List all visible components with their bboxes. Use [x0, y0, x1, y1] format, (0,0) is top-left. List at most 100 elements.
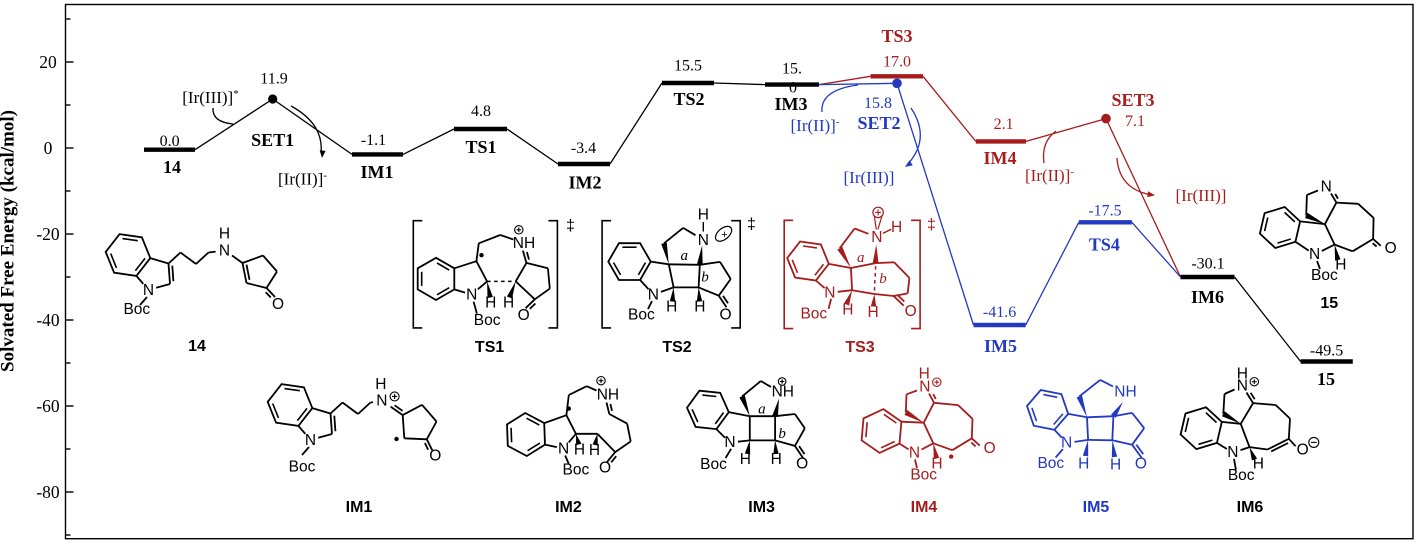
svg-text:[Ir(II)]-: [Ir(II)]-: [791, 116, 840, 135]
svg-text:N: N: [1237, 378, 1248, 395]
svg-text:O: O: [272, 296, 284, 313]
svg-text:H: H: [919, 366, 930, 383]
svg-text:0: 0: [789, 80, 797, 97]
svg-text:N: N: [305, 432, 316, 449]
svg-text:b: b: [701, 269, 709, 285]
svg-text:NH: NH: [597, 387, 619, 404]
svg-text:N: N: [1227, 444, 1238, 461]
svg-text:O: O: [1385, 240, 1397, 257]
svg-text:-80: -80: [36, 482, 60, 502]
svg-text:a: a: [758, 402, 766, 418]
svg-text:4.8: 4.8: [471, 103, 491, 120]
svg-text:[Ir(III)]: [Ir(III)]: [1176, 186, 1227, 205]
svg-text:14: 14: [188, 338, 206, 355]
svg-text:Boc: Boc: [1311, 267, 1338, 284]
svg-text:a: a: [681, 248, 689, 264]
svg-text:IM5: IM5: [984, 336, 1017, 356]
svg-text:-20: -20: [36, 224, 60, 244]
svg-text:N: N: [871, 229, 882, 246]
svg-text:H: H: [842, 302, 853, 319]
svg-text:-60: -60: [36, 396, 60, 416]
svg-text:H: H: [589, 442, 600, 459]
svg-text:N: N: [219, 243, 230, 260]
svg-text:TS1: TS1: [465, 137, 496, 157]
svg-text:H: H: [1253, 455, 1264, 472]
svg-text:N: N: [1321, 179, 1332, 196]
svg-text:[Ir(II)]-: [Ir(II)]-: [1025, 166, 1074, 185]
svg-text:[Ir(III)]: [Ir(III)]: [844, 168, 895, 187]
svg-text:‡: ‡: [566, 218, 575, 235]
svg-text:+: +: [721, 229, 727, 241]
svg-text:TS4: TS4: [1089, 235, 1120, 255]
svg-text:-41.6: -41.6: [983, 304, 1016, 321]
svg-text:H: H: [1110, 456, 1121, 473]
svg-text:15: 15: [1317, 369, 1335, 389]
svg-text:H: H: [219, 226, 230, 243]
svg-text:Boc: Boc: [289, 459, 316, 476]
svg-text:H: H: [891, 219, 902, 236]
svg-text:-49.5: -49.5: [1310, 342, 1343, 359]
svg-text:O: O: [599, 460, 611, 477]
svg-text:O: O: [1297, 442, 1309, 459]
svg-text:Boc: Boc: [123, 301, 150, 318]
svg-text:b: b: [778, 426, 786, 442]
svg-text:N: N: [909, 445, 920, 462]
svg-text:Boc: Boc: [628, 306, 655, 323]
svg-text:IM3: IM3: [775, 94, 808, 114]
svg-text:0: 0: [44, 138, 53, 158]
svg-text:NH: NH: [772, 384, 794, 401]
svg-text:15.5: 15.5: [674, 58, 702, 75]
svg-text:IM2: IM2: [555, 499, 582, 516]
svg-text:H: H: [771, 451, 782, 468]
svg-text:N: N: [143, 282, 154, 299]
svg-text:TS3: TS3: [881, 26, 912, 46]
svg-text:H: H: [694, 299, 705, 316]
svg-text:TS3: TS3: [845, 339, 874, 356]
svg-text:b: b: [879, 271, 887, 287]
svg-text:H: H: [375, 376, 386, 393]
svg-text:2.1: 2.1: [994, 116, 1014, 133]
svg-text:Boc: Boc: [1037, 455, 1064, 472]
svg-text:NH: NH: [1114, 384, 1136, 401]
svg-text:N: N: [1061, 435, 1072, 452]
svg-text:H: H: [1237, 366, 1248, 383]
svg-text:TS2: TS2: [662, 339, 691, 356]
svg-text:N: N: [724, 434, 735, 451]
svg-text:H: H: [867, 304, 878, 321]
svg-text:20: 20: [39, 52, 57, 72]
svg-text:H: H: [931, 456, 942, 473]
svg-text:H: H: [574, 441, 585, 458]
svg-text:H: H: [740, 451, 751, 468]
svg-text:Boc: Boc: [800, 306, 827, 323]
svg-text:-3.4: -3.4: [571, 140, 596, 157]
svg-text:Boc: Boc: [700, 456, 727, 473]
svg-text:H: H: [1078, 455, 1089, 472]
svg-text:IM6: IM6: [1237, 499, 1264, 516]
svg-text:15.8: 15.8: [864, 95, 892, 112]
svg-text:IM4: IM4: [984, 148, 1017, 168]
svg-text:TS2: TS2: [673, 89, 704, 109]
svg-text:H: H: [1335, 257, 1346, 274]
svg-text:Boc: Boc: [474, 312, 501, 329]
svg-text:IM2: IM2: [569, 173, 602, 193]
svg-text:H: H: [503, 294, 514, 311]
svg-text:SET3: SET3: [1111, 90, 1154, 110]
svg-text:SET1: SET1: [251, 130, 294, 150]
svg-text:IM5: IM5: [1083, 499, 1110, 516]
svg-text:O: O: [719, 306, 731, 323]
svg-text:Boc: Boc: [1228, 467, 1255, 484]
svg-text:15.: 15.: [782, 61, 802, 78]
svg-text:IM6: IM6: [1191, 287, 1224, 307]
svg-text:Solvated Free Energy (kcal/mol: Solvated Free Energy (kcal/mol): [0, 110, 19, 372]
svg-text:O: O: [796, 456, 808, 473]
svg-text:TS1: TS1: [475, 339, 504, 356]
svg-text:IM1: IM1: [346, 499, 373, 516]
svg-text:N: N: [558, 441, 569, 458]
svg-text:N: N: [698, 232, 709, 249]
svg-text:O: O: [429, 447, 441, 464]
svg-text:NH: NH: [513, 235, 535, 252]
svg-text:N: N: [466, 287, 477, 304]
svg-text:-17.5: -17.5: [1088, 203, 1121, 220]
svg-text:Boc: Boc: [910, 466, 937, 483]
svg-text:[Ir(II)]-: [Ir(II)]-: [278, 170, 327, 189]
